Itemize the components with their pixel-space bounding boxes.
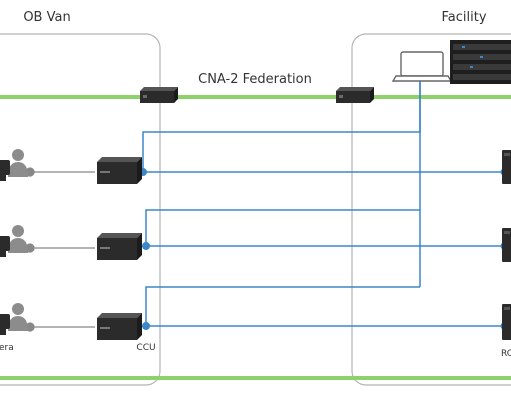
ccu-unit-2 [97, 233, 142, 260]
rcp-panel-icon [502, 150, 511, 184]
laptop-icon [391, 51, 453, 82]
server-rack-icon [450, 40, 511, 84]
signal-route-1 [142, 80, 421, 172]
rcp-panel-3 [502, 304, 511, 340]
rcp-panel-2 [502, 228, 511, 262]
camera-icon [0, 236, 10, 257]
person-icon [8, 149, 28, 177]
switch-ob-van [140, 87, 178, 103]
ccu-unit-icon [97, 233, 142, 260]
laptop [391, 51, 453, 82]
rcp-panel-icon [502, 228, 511, 262]
signal-route-2 [145, 209, 420, 246]
ccu-port-3 [142, 322, 150, 330]
network-switch-icon [140, 87, 178, 103]
ccu-unit-icon [97, 313, 142, 340]
camera-icon [0, 314, 10, 335]
camera-operator-3 [0, 303, 28, 335]
camera-operator-2 [0, 225, 28, 257]
camera-label: era [0, 343, 14, 353]
federation-label: CNA-2 Federation [198, 72, 312, 87]
person-icon [8, 303, 28, 331]
ccu-port-2 [142, 242, 150, 250]
server-rack [450, 40, 511, 84]
rcp-panel-1 [502, 150, 511, 184]
switch-facility [336, 87, 374, 103]
network-switch-icon [336, 87, 374, 103]
camera-cables [25, 167, 95, 332]
signal-route-3 [145, 286, 420, 326]
ccu-unit-icon [97, 157, 142, 184]
camera-icon [0, 160, 10, 181]
ccu-unit-3 [97, 313, 142, 340]
rcp-panel-icon [502, 304, 511, 340]
ob-van-title: OB Van [23, 10, 70, 25]
signal-dots [139, 168, 508, 330]
rcp-label: RC [501, 349, 511, 359]
person-icon [8, 225, 28, 253]
camera-operator-1 [0, 149, 28, 181]
signal-lines [142, 80, 508, 327]
facility-title: Facility [441, 10, 486, 25]
ccu-unit-1 [97, 157, 142, 184]
ccu-label: CCU [136, 343, 155, 353]
